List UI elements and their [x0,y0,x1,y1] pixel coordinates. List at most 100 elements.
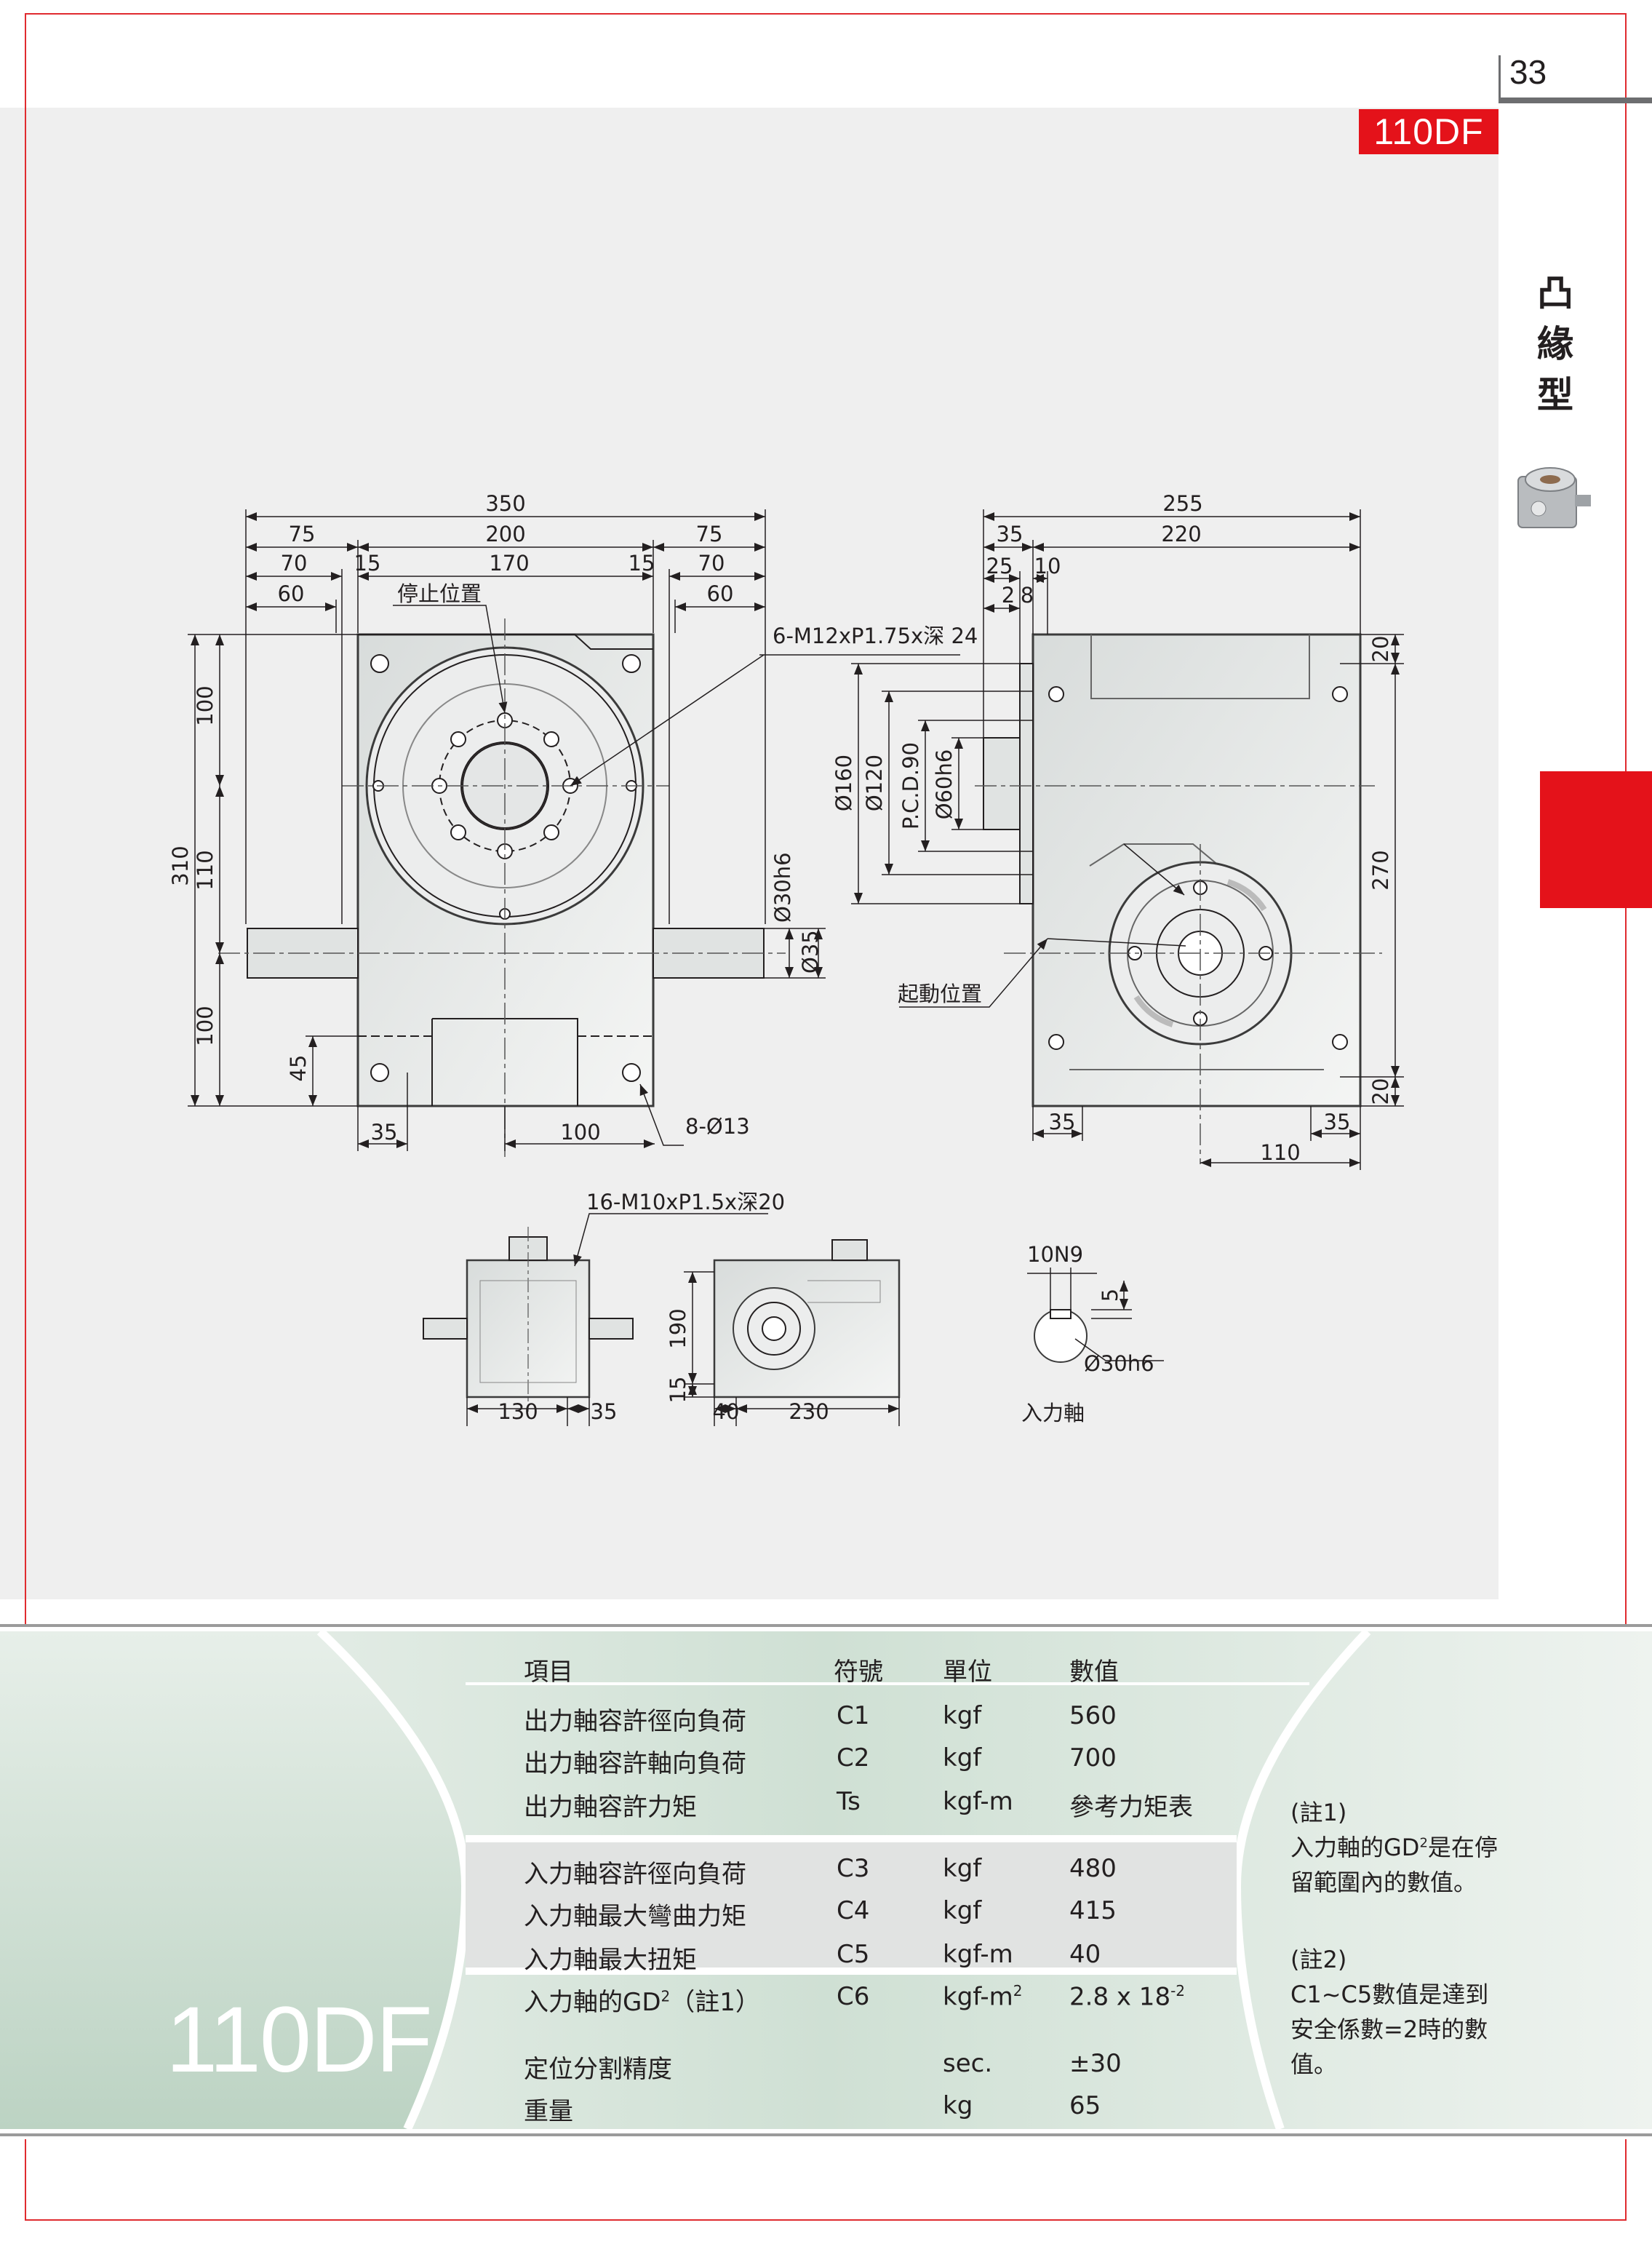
note2-line: 值。 [1290,2050,1338,2078]
model-big-label: 110DF [166,1988,433,2092]
red-side-block [1540,771,1652,908]
technical-drawing: 350 75 200 75 70 15 170 15 70 60 60 310 … [168,491,1404,1426]
dim-text: 75 [696,522,723,546]
gd2-note: （註1） [670,1988,760,2017]
dim-text: 110 [193,850,218,890]
dim-text: 110 [1260,1140,1300,1165]
note1-line: 留範圍內的數值。 [1290,1869,1477,1896]
note2-line: C1~C5數值是達到 [1290,1981,1489,2008]
spec-row-item: 入力軸的GD2（註1） [524,1982,760,2018]
dim-text: 100 [193,1006,218,1046]
shaft-dia-label: Ø30h6 [1084,1351,1154,1376]
dim-text: 2 [1002,583,1015,608]
dim-text: 35 [371,1120,398,1145]
gd2-sup: 2 [661,1987,671,2005]
note1-sup: 2 [1419,1835,1428,1851]
spec-row-unit: kgf-m [943,1787,1013,1816]
dim-text: 15 [629,551,655,576]
dim-text: Ø120 [862,755,887,811]
dim-text: 70 [281,551,308,576]
dim-text: 45 [286,1055,311,1082]
spec-row-symbol: C6 [837,1982,870,2011]
note1-line: 入力軸的GD2是在停 [1290,1829,1498,1863]
shaft-dia2-label: Ø35 [798,930,823,974]
start-position-label: 起動位置 [898,982,982,1006]
dim-text: 130 [498,1399,538,1424]
dim-text: 190 [666,1308,690,1348]
spec-band-background [0,1624,1652,2139]
dim-text: 170 [489,551,529,576]
category-char: 緣 [1537,323,1573,365]
spec-row-item: 出力軸容許力矩 [524,1793,697,1822]
tap-callout: 6-M12xP1.75x深 24 [773,624,978,648]
note1-text: 入力軸的GD [1290,1834,1420,1861]
dim-text: P.C.D.90 [898,742,923,829]
dim-text: 70 [698,551,725,576]
dim-text: 230 [789,1399,829,1424]
dim-text: 35 [591,1399,618,1424]
dim-text: 100 [193,685,218,725]
frame-line-right [1625,13,1627,2221]
page-number: 33 [1509,53,1547,91]
gd2-item-text: 入力軸的GD [524,1988,661,2017]
spec-row-unit: kg [943,2091,973,2120]
dim-text: 350 [485,491,525,516]
dim-text: 255 [1162,491,1202,516]
holes-callout: 8-Ø13 [685,1114,750,1139]
small-tap-callout: 16-M10xP1.5x深20 [586,1190,785,1214]
spec-row-unit: kgf [943,1743,982,1772]
dim-text: 20 [1368,1078,1393,1105]
unit-sup: 2 [1013,1982,1023,2000]
dim-text: 60 [707,581,734,606]
note1-title: (註1) [1290,1799,1347,1826]
spec-row-symbol: C4 [837,1896,870,1925]
dim-text: 200 [485,522,525,546]
dim-text: 270 [1368,850,1393,890]
spec-header-value: 數值 [1069,1658,1119,1687]
dim-text: 20 [1368,636,1393,663]
spec-row-item: 入力軸容許徑向負荷 [524,1860,746,1889]
spec-row-symbol: C1 [837,1701,870,1730]
key-depth-label: 5 [1098,1289,1122,1302]
spec-row-item: 入力軸最大扭矩 [524,1946,697,1975]
dim-text: 60 [278,581,305,606]
dim-text: Ø60h6 [932,749,957,820]
frame-line-bottom [25,2219,1627,2221]
dim-text: 40 [713,1399,740,1424]
dim-text: 15 [666,1377,690,1404]
spec-row-unit: kgf [943,1701,982,1730]
spec-row-value: 560 [1069,1701,1117,1730]
spec-row-value: 480 [1069,1854,1117,1883]
key-width-label: 10N9 [1027,1242,1083,1267]
spec-row-item: 出力軸容許軸向負荷 [524,1749,746,1778]
spec-row-item: 出力軸容許徑向負荷 [524,1707,746,1736]
dim-text: 35 [1324,1110,1351,1134]
spec-row-value: 415 [1069,1896,1117,1925]
spec-row-symbol: Ts [837,1787,861,1816]
note1-text: 是在停 [1427,1834,1498,1861]
spec-row-unit: kgf-m2 [943,1982,1023,2011]
spec-header-unit: 單位 [943,1658,992,1687]
dim-text: 100 [560,1120,600,1145]
dim-text: 75 [289,522,316,546]
spec-row-unit: kgf [943,1896,982,1925]
spec-row-symbol: C2 [837,1743,870,1772]
category-char: 凸 [1537,272,1573,314]
spec-row-symbol: C3 [837,1854,870,1883]
spec-row-value: ±30 [1069,2049,1122,2078]
input-shaft-label: 入力軸 [1021,1401,1085,1425]
spec-row-value: 65 [1069,2091,1101,2120]
dim-text: 220 [1161,522,1201,546]
product-thumbnail-icon [1517,467,1591,528]
frame-line-left [25,13,26,2221]
spec-row-unit: sec. [943,2049,993,2078]
dim-text: 8 [1021,583,1034,608]
spec-row-item: 入力軸最大彎曲力矩 [524,1902,746,1931]
spec-row-item: 定位分割精度 [524,2055,672,2084]
dim-text: 35 [1049,1110,1076,1134]
value-text: 2.8 x 18 [1069,1982,1171,2012]
dim-text: 35 [997,522,1023,546]
spec-header-item: 項目 [524,1658,573,1687]
spec-row-item: 重量 [524,2097,573,2126]
shaft-dia-label: Ø30h6 [770,852,795,923]
